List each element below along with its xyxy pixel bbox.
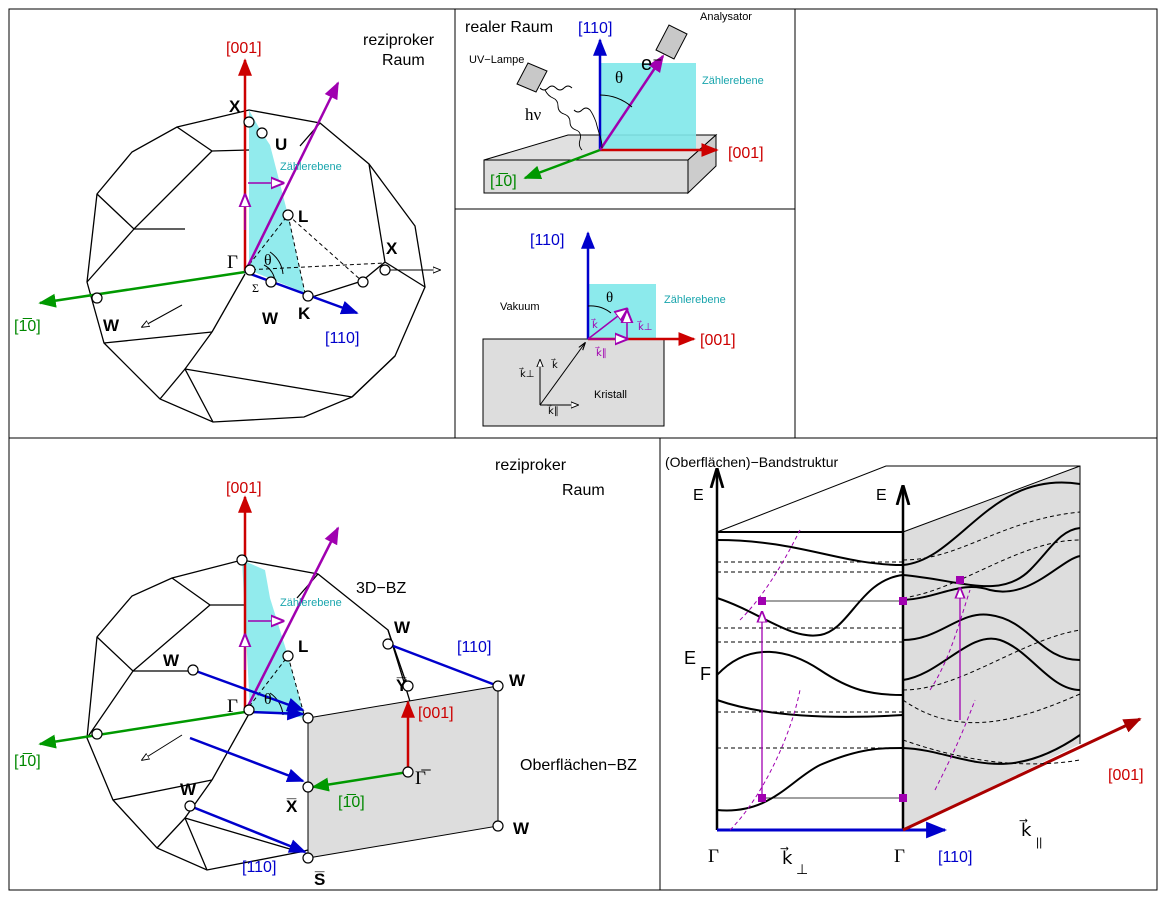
title-raum-bl: Raum: [562, 482, 605, 499]
E-axis-left: E: [693, 487, 704, 504]
title-realer-raum: realer Raum: [465, 19, 553, 36]
panel-band-structure: (Oberflächen)−Bandstruktur E E E F [110]…: [665, 454, 1144, 877]
point-Gamma-bl: Γ: [227, 696, 238, 717]
k-perp-crystal: k⃗⊥: [519, 367, 535, 380]
axis-1m10-tl: [38, 270, 246, 308]
panel-reciprocal-space-top: reziproker Raum [001] X U L Zählerebene …: [14, 32, 440, 423]
point-U: U: [275, 135, 287, 154]
transition-markers: [758, 576, 964, 802]
label-001-tm: [001]: [728, 145, 764, 162]
point-W-right: W: [509, 671, 526, 690]
title-reziproker-tl: reziproker: [363, 32, 435, 49]
electron-label: e⁻: [641, 53, 663, 75]
point-W-top: W: [394, 618, 411, 637]
point-Gamma-tl: Γ: [227, 252, 238, 273]
uv-lamp-icon: [516, 62, 548, 93]
label-1m10-tm: [1̅0]: [490, 172, 517, 190]
brillouin-zone-outline: [86, 109, 426, 423]
label-001-tm2: [001]: [700, 332, 736, 349]
point-K: K: [298, 304, 311, 323]
band-structure-title: (Oberflächen)−Bandstruktur: [665, 454, 838, 470]
k-perp-vacuum: k⃗⊥: [637, 320, 653, 333]
title-raum-tl: Raum: [382, 52, 425, 69]
label-1m10-tl: [1̅0]: [14, 317, 41, 335]
point-W-bottom-right: W: [513, 819, 530, 838]
panel-vacuum-crystal: [110] Zählerebene Vakuum [001] Kristall …: [482, 231, 736, 427]
surface-bz-label: Oberflächen−BZ: [520, 757, 637, 774]
point-W-left-bl: W: [163, 651, 180, 670]
label-1m10-surf: [1̅0]: [338, 793, 365, 811]
point-W-bottom-left: W: [180, 780, 197, 799]
label-110-tm: [110]: [578, 20, 612, 37]
point-X-top: X: [229, 97, 241, 116]
vacuum-label: Vakuum: [500, 301, 540, 313]
label-1m10-bl: [1̅0]: [14, 752, 41, 770]
label-001-tl: [001]: [226, 40, 262, 57]
label-3dbz: 3D−BZ: [356, 580, 406, 597]
k-par-vacuum: k⃗∥: [595, 346, 607, 359]
point-W-bottom-tl: W: [262, 309, 279, 328]
label-110-tm2: [110]: [530, 232, 564, 249]
axis-110-tl: [244, 270, 359, 315]
label-110-bottom-bl: [110]: [242, 859, 276, 876]
uv-lamp-label: UV−Lampe: [469, 54, 524, 66]
label-110-br: [110]: [938, 849, 972, 866]
point-Xbar: X̅: [286, 797, 298, 816]
label-001-br: [001]: [1108, 767, 1144, 784]
plane-label-tm: Zählerebene: [702, 75, 764, 87]
panel-frames: [8, 8, 1158, 891]
point-X-right: X: [386, 239, 398, 258]
theta-tl: θ: [264, 252, 272, 269]
crystal-label: Kristall: [594, 389, 627, 401]
k-par-crystal: k⃗∥: [547, 404, 559, 417]
point-W-left-tl: W: [103, 316, 120, 335]
Gamma-left-br: Γ: [708, 846, 719, 867]
E-axis-mid: E: [876, 487, 887, 504]
label-110-tl: [110]: [325, 330, 359, 347]
panel-real-space: realer Raum [110] Analysator e⁻ UV−Lampe…: [465, 11, 764, 195]
theta-bl: θ: [264, 691, 272, 708]
symmetry-points-tl: [91, 116, 391, 304]
point-Ybar: Y̅: [396, 676, 408, 695]
panel-reciprocal-space-bottom: reziproker Raum [001] 3D−BZ Zählerebene …: [14, 457, 637, 889]
EF-label: E: [684, 648, 696, 668]
symmetry-points-bl: [91, 554, 504, 864]
point-L-bl: L: [298, 637, 308, 656]
k-par-label: k⃗: [1019, 819, 1032, 840]
k-par-sub: ||: [1036, 835, 1042, 849]
plane-label-tm2: Zählerebene: [664, 294, 726, 306]
plane-label-tl: Zählerebene: [280, 161, 342, 173]
k-perp-label: k⃗: [780, 847, 793, 868]
theta-tm2: θ: [606, 290, 613, 306]
plane-label-bl: Zählerebene: [280, 597, 342, 609]
k-vector-tl: [243, 81, 340, 273]
k-vec-vacuum: k⃗: [591, 318, 598, 331]
label-001-bl: [001]: [226, 480, 262, 497]
analyser-icon: [655, 24, 688, 60]
theta-tm: θ: [615, 68, 623, 87]
label-001-surf: [001]: [418, 705, 454, 722]
k-perp-sub: ⊥: [796, 861, 808, 877]
point-Sbar: S̅: [314, 870, 325, 889]
analysator-label: Analysator: [700, 11, 752, 23]
Gamma-mid-br: Γ: [894, 846, 905, 867]
label-110-top-bl: [110]: [457, 639, 491, 656]
k-vec-crystal: k⃗: [551, 358, 558, 371]
point-L-tl: L: [298, 207, 308, 226]
hnu-label: hν: [525, 105, 542, 124]
EF-sub: F: [700, 664, 711, 684]
point-Sigma: Σ: [252, 281, 259, 295]
title-reziproker-bl: reziproker: [495, 457, 567, 474]
